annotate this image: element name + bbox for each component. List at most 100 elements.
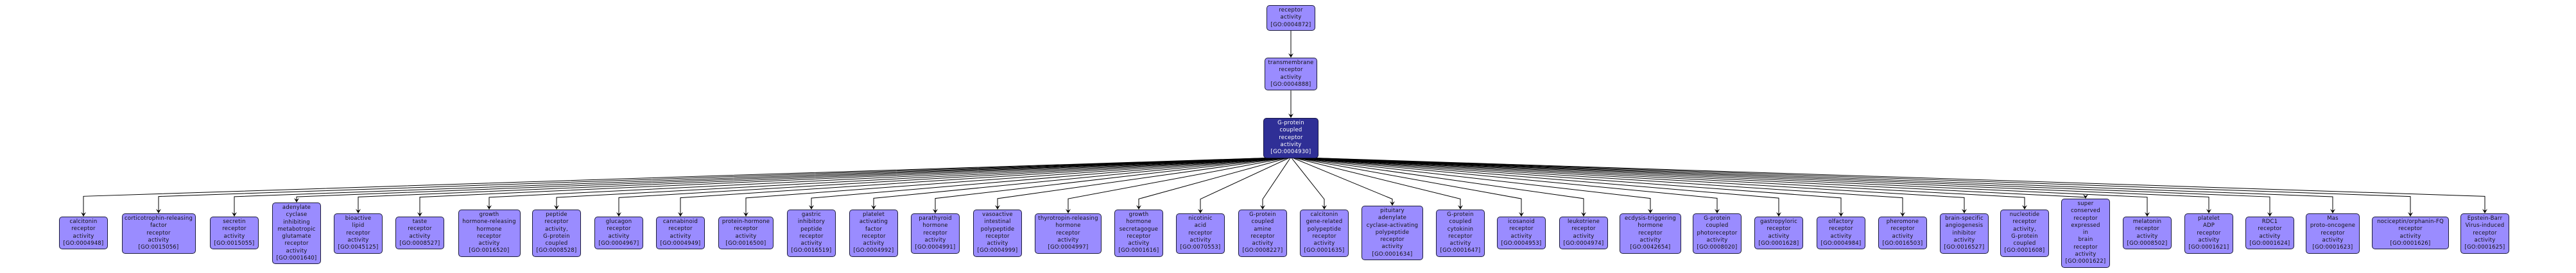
term-label-line: inhibiting bbox=[283, 219, 310, 226]
term-label-line: gene-related bbox=[1306, 219, 1343, 226]
term-label-line: Virus-induced bbox=[2465, 222, 2505, 229]
term-label-line: polypeptide bbox=[1307, 226, 1342, 233]
term-label-line: pheromone bbox=[1886, 219, 1919, 225]
term-label-line: activating bbox=[859, 219, 888, 226]
term-label-line: super bbox=[2077, 201, 2094, 207]
edge bbox=[1262, 158, 1291, 209]
edge bbox=[1200, 158, 1290, 213]
term-label-line: inhibitor bbox=[1952, 229, 1976, 236]
term-label-line: activity bbox=[1280, 141, 1302, 148]
term-label-line: coupled bbox=[1279, 127, 1302, 134]
term-label-line: hormone bbox=[1126, 219, 1152, 226]
term-label-line: gastric bbox=[801, 211, 822, 218]
go-id-label: [GO:0004930] bbox=[1270, 149, 1311, 156]
term-label-line: receptor bbox=[2258, 226, 2282, 233]
edge bbox=[1311, 158, 2333, 213]
go-id-label: [GO:0004999] bbox=[977, 247, 1018, 254]
term-label-line: activity bbox=[1189, 236, 1211, 244]
term-label-line: activity bbox=[2399, 233, 2421, 240]
go-id-label: [GO:0001628] bbox=[1758, 240, 1799, 247]
edge bbox=[1294, 158, 1461, 209]
go-id-label: [GO:0004974] bbox=[1563, 240, 1604, 247]
go-id-label: [GO:0004984] bbox=[1820, 240, 1862, 247]
edge-arrow-icon bbox=[356, 209, 361, 213]
term-label-line: receptor bbox=[222, 226, 246, 233]
term-label-line: activity bbox=[1280, 74, 1302, 81]
go-id-label: [GO:0001616] bbox=[1118, 247, 1159, 254]
go-id-label: [GO:0004872] bbox=[1270, 21, 1311, 28]
term-label-line: activity bbox=[1573, 233, 1595, 240]
term-label-line: G-protein bbox=[1277, 120, 1304, 126]
edge-arrow-icon bbox=[1776, 212, 1781, 217]
term-label-line: receptor bbox=[2073, 244, 2098, 251]
edge bbox=[1305, 158, 2025, 209]
edge bbox=[1313, 158, 2411, 216]
edge bbox=[811, 158, 1282, 209]
term-label-line: receptor bbox=[1127, 233, 1151, 240]
term-label-line: leukotriene bbox=[1567, 219, 1600, 225]
term-label-line: hormone bbox=[1055, 222, 1081, 229]
term-label-line: activity bbox=[2198, 236, 2220, 244]
edge bbox=[1306, 158, 2086, 198]
term-label-line: receptor bbox=[2321, 229, 2345, 236]
term-label-line: receptor bbox=[1509, 226, 1534, 233]
term-label-line: in bbox=[2082, 229, 2089, 236]
edge bbox=[1295, 158, 1522, 216]
term-label-line: conserved bbox=[2071, 208, 2100, 215]
term-label-line: activity bbox=[148, 236, 169, 244]
term-label-line: receptor bbox=[544, 219, 569, 226]
term-label-line: receptor bbox=[1312, 233, 1336, 240]
term-label-line: factor bbox=[865, 226, 883, 233]
term-label-line: pituitary bbox=[1380, 208, 1405, 214]
term-label-line: receptor bbox=[1829, 226, 1853, 233]
edge-arrow-icon bbox=[294, 198, 299, 203]
term-label-line: secretin bbox=[223, 219, 246, 225]
term-label-line: G-protein bbox=[2011, 233, 2038, 240]
edge-arrow-icon bbox=[995, 205, 1000, 210]
go-id-label: [GO:0016503] bbox=[1882, 240, 1923, 247]
term-label-line: secretagogue bbox=[1119, 226, 1159, 233]
edge bbox=[158, 158, 1268, 213]
